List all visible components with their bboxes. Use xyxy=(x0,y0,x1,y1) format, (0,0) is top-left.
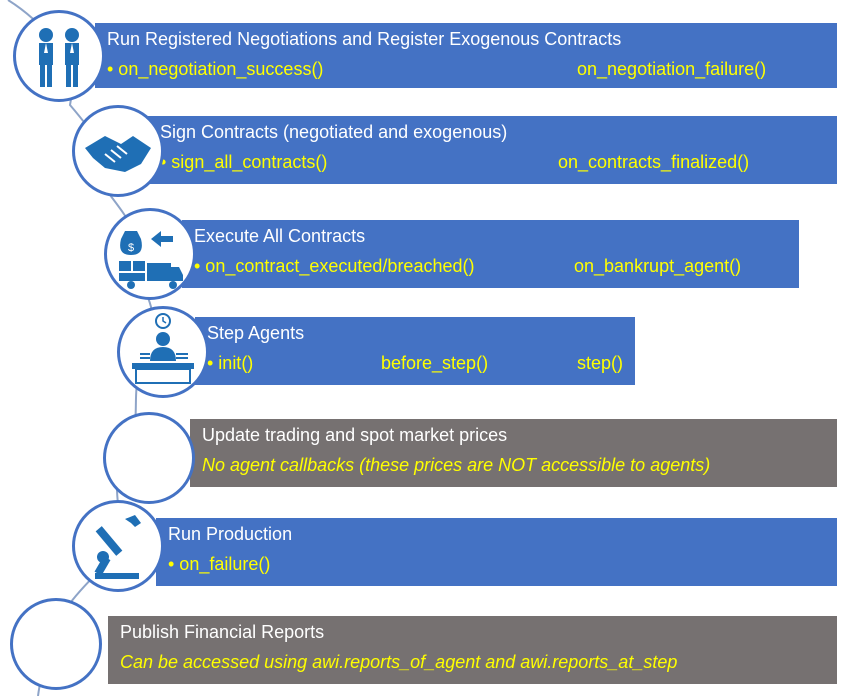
callback-label: • on_failure() xyxy=(168,554,271,574)
callback-label: • on_negotiation_success() xyxy=(107,59,324,79)
step-update-prices: Update trading and spot market prices No… xyxy=(190,419,837,487)
callback-label: on_contracts_finalized() xyxy=(558,152,750,172)
step-title: Publish Financial Reports xyxy=(120,622,325,642)
handshake-icon xyxy=(72,105,164,197)
negotiators-icon xyxy=(13,10,105,102)
step-execute-contracts: Execute All Contracts • on_contract_exec… xyxy=(182,220,799,288)
step-title: Run Registered Negotiations and Register… xyxy=(107,29,622,49)
step-title: Run Production xyxy=(168,524,293,544)
step-note: Can be accessed using awi.reports_of_age… xyxy=(120,652,678,672)
step-sign-contracts: Sign Contracts (negotiated and exogenous… xyxy=(148,116,837,184)
callback-label: • init() xyxy=(207,353,254,373)
callback-label: • sign_all_contracts() xyxy=(160,152,328,172)
empty-circle xyxy=(103,412,195,504)
step-title: Sign Contracts (negotiated and exogenous… xyxy=(160,122,508,142)
step-title: Execute All Contracts xyxy=(194,226,366,246)
callback-label: • on_contract_executed/breached() xyxy=(194,256,475,276)
step-title: Step Agents xyxy=(207,323,305,343)
step-publish-reports: Publish Financial Reports Can be accesse… xyxy=(108,616,837,684)
callback-label: before_step() xyxy=(381,353,489,373)
money-truck-icon: $ xyxy=(104,208,196,300)
step-run-negotiations: Run Registered Negotiations and Register… xyxy=(95,23,837,88)
callback-label: on_bankrupt_agent() xyxy=(574,256,742,276)
empty-circle xyxy=(10,598,102,690)
step-title: Update trading and spot market prices xyxy=(202,425,508,445)
callback-label: on_negotiation_failure() xyxy=(577,59,767,79)
clerk-desk-icon xyxy=(117,306,209,398)
svg-text:$: $ xyxy=(128,242,134,254)
step-note: No agent callbacks (these prices are NOT… xyxy=(202,455,711,475)
callback-label: step() xyxy=(577,353,624,373)
robot-arm-icon xyxy=(72,500,164,592)
step-run-production: Run Production • on_failure() xyxy=(156,518,837,586)
step-step-agents: Step Agents • init() before_step() step(… xyxy=(195,317,635,385)
